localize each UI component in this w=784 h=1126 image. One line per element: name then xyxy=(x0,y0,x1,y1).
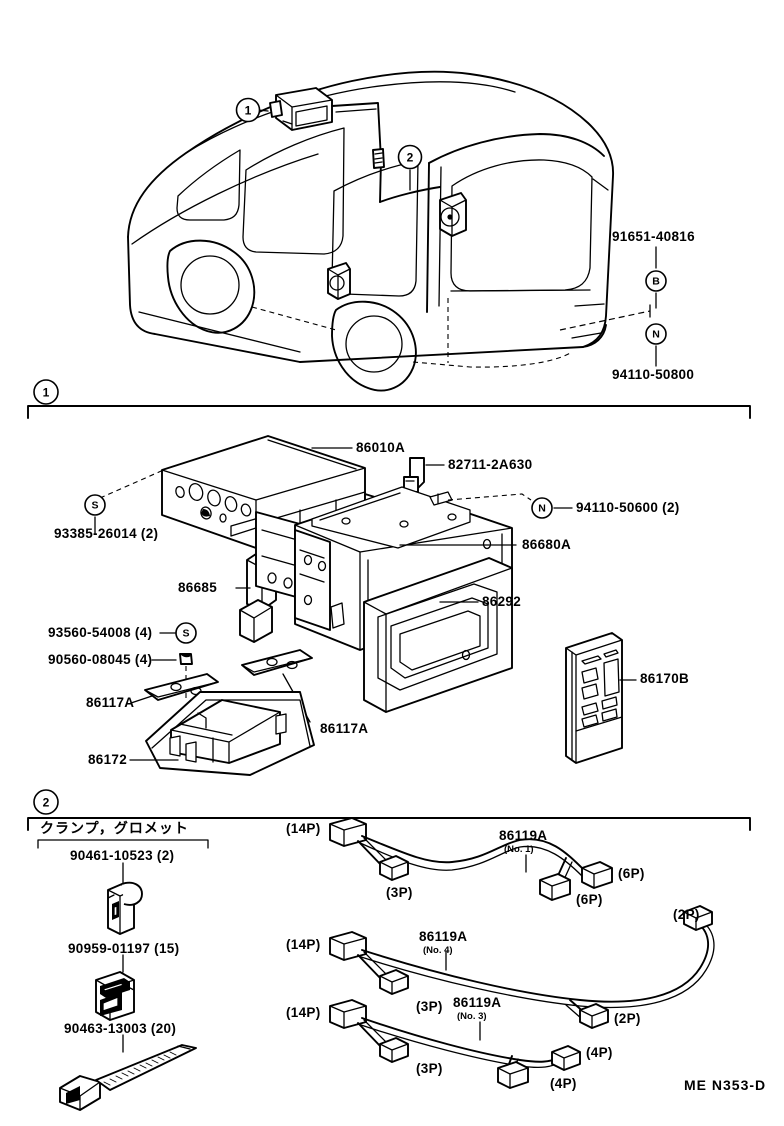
part-number-86117a-left: 86117A xyxy=(86,695,135,710)
part-number-94110-50600: 94110-50600 (2) xyxy=(576,500,680,515)
part-number-93385: 93385-26014 (2) xyxy=(54,526,159,541)
svg-text:S: S xyxy=(91,500,98,512)
amplifier-86172 xyxy=(129,691,315,776)
part-number-82711: 82711-2A630 xyxy=(448,457,533,472)
part-number-86685: 86685 xyxy=(178,580,218,595)
section-2-illustration xyxy=(59,817,715,1111)
remote-buttons xyxy=(581,649,620,728)
part-number-86172: 86172 xyxy=(88,752,128,767)
connector-6p-lower-no1: (6P) xyxy=(576,892,603,907)
part-number-86292: 86292 xyxy=(482,594,522,609)
screw-93385-callout: S xyxy=(84,467,169,535)
section-marker-2: 2 xyxy=(33,789,59,815)
diagram-code: ME N353-D xyxy=(684,1077,767,1093)
connector-2p-right-no4: (2P) xyxy=(673,907,700,922)
clamp-90461-part xyxy=(107,862,143,935)
screw-93560-callout: S xyxy=(159,622,197,644)
part-sub-no1: (No. 1) xyxy=(504,844,534,855)
washer-90560-callout xyxy=(151,653,193,700)
roof-monitor-part xyxy=(269,87,333,131)
svg-text:B: B xyxy=(652,276,660,288)
svg-text:S: S xyxy=(182,628,189,640)
part-number-93560: 93560-54008 (4) xyxy=(48,625,153,640)
wire-harness-no3 xyxy=(329,999,581,1089)
connector-6p-upper-no1: (6P) xyxy=(618,866,645,881)
section-1-bracket xyxy=(27,405,751,419)
part-number-90959: 90959-01197 (15) xyxy=(68,941,180,956)
connector-2p-lower-no4: (2P) xyxy=(614,1011,641,1026)
connector-14p-no4: (14P) xyxy=(286,937,321,952)
clamp-82711-part xyxy=(403,457,445,493)
display-bezel-86292 xyxy=(363,557,513,713)
clamp-group-bracket xyxy=(37,839,209,849)
section-1-illustration: S xyxy=(84,435,637,776)
clamp-group-title: クランプ，グロメット xyxy=(40,821,189,837)
part-number-90463: 90463-13003 (20) xyxy=(64,1021,177,1036)
part-number-91651: 91651-40816 xyxy=(612,229,695,244)
callout-1-text: 1 xyxy=(245,104,252,118)
bracket-86685-part xyxy=(235,511,301,643)
svg-text:N: N xyxy=(652,329,660,341)
radio-front-controls xyxy=(175,483,252,523)
part-sub-no3: (No. 3) xyxy=(457,1011,487,1022)
svg-text:1: 1 xyxy=(43,386,50,400)
roof-cable-clip xyxy=(372,148,385,169)
nut-94110-callout: N xyxy=(447,493,573,519)
vehicle-illustration: 1 2 B N xyxy=(127,70,667,392)
part-number-86119a-no3: 86119A xyxy=(453,995,502,1010)
bracket-86117a-left xyxy=(130,673,219,704)
band-90463-part xyxy=(59,1034,197,1111)
part-number-86117a-right: 86117A xyxy=(320,721,369,736)
part-number-86119a-no4: 86119A xyxy=(419,929,468,944)
part-number-94110-50800: 94110-50800 xyxy=(612,367,695,382)
rear-speaker-part xyxy=(439,192,467,237)
part-number-90461: 90461-10523 (2) xyxy=(70,848,175,863)
connector-3p-no1: (3P) xyxy=(386,885,413,900)
wire-harness-no1 xyxy=(329,817,613,901)
connector-3p-no4: (3P) xyxy=(416,999,443,1014)
grommet-90959-part xyxy=(95,954,135,1021)
section-2-bracket xyxy=(27,817,751,831)
part-number-86010a: 86010A xyxy=(356,440,406,455)
part-sub-no4: (No. 4) xyxy=(423,945,453,956)
connector-4p-lower-no3: (4P) xyxy=(550,1076,577,1091)
door-speaker-part xyxy=(327,262,351,300)
connector-3p-no3: (3P) xyxy=(416,1061,443,1076)
connector-14p-no1: (14P) xyxy=(286,821,321,836)
svg-text:2: 2 xyxy=(43,796,50,810)
svg-text:N: N xyxy=(538,503,546,515)
part-number-86119a-no1: 86119A xyxy=(499,828,548,843)
section-marker-1: 1 xyxy=(33,379,59,405)
wire-harness-no4 xyxy=(329,905,715,1029)
callout-2-text: 2 xyxy=(407,151,414,165)
part-number-90560: 90560-08045 (4) xyxy=(48,652,153,667)
connector-4p-upper-no3: (4P) xyxy=(586,1045,613,1060)
connector-14p-no3: (14P) xyxy=(286,1005,321,1020)
part-number-86680a: 86680A xyxy=(522,537,572,552)
part-number-86170b: 86170B xyxy=(640,671,690,686)
remote-control-86170b xyxy=(565,632,637,764)
